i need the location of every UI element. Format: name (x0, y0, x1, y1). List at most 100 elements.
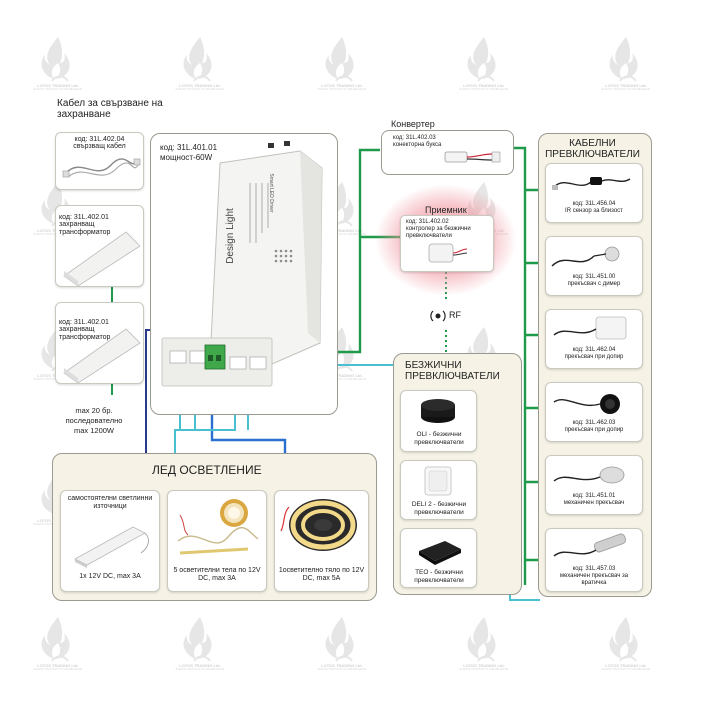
oli-label: OLI - безжични превключватели (414, 431, 464, 446)
watermark-sub: ВАШИЯТ ПАРТНЬОР ЗА ОБЗАВЕЖДАНЕ (459, 668, 509, 671)
watermark-sub: ВАШИЯТ ПАРТНЬОР ЗА ОБЗАВЕЖДАНЕ (601, 88, 651, 91)
watermark-brand: LOTOS TRADING Ltd. (605, 663, 647, 668)
teo-label: TEO - безжични превключватели (414, 569, 464, 584)
watermark-sub: ВАШИЯТ ПАРТНЬОР ЗА ОБЗАВЕЖДАНЕ (317, 88, 367, 91)
teo-image (419, 541, 461, 565)
watermark-brand: LOTOS TRADING Ltd. (37, 83, 79, 88)
driver-power: мощност-60W (160, 153, 213, 162)
switch-desc: механичен прекъсвач (563, 500, 625, 506)
power-cable-heading: Кабел за свързване на захранване (57, 98, 163, 120)
flame-icon (467, 37, 496, 82)
watermark-sub: ВАШИЯТ ПАРТНЬОР ЗА ОБЗАВЕЖДАНЕ (317, 233, 367, 236)
switch-code: код: 31L.451.00 (572, 274, 616, 280)
wireless-heading: БЕЗЖИЧНИ ПРЕВКЛЮЧВАТЕЛИ (405, 360, 500, 382)
transformer-2-desc: захранващ трансформатор (59, 326, 111, 341)
switch-image (553, 316, 627, 340)
switch-image (551, 246, 620, 267)
watermark-brand: LOTOS TRADING Ltd. (321, 663, 363, 668)
led-standalone-image (74, 526, 149, 568)
receiver-desc: контролер за безжични превключватели (406, 226, 471, 239)
driver-brand: Design Light (225, 208, 236, 264)
switch-code: код: 31L.462.03 (572, 420, 616, 426)
driver-code: код: 31L.401.01 (160, 143, 218, 152)
receiver-image (428, 243, 468, 263)
watermark-logo: LOTOS TRADING Ltd.ВАШИЯТ ПАРТНЬОР ЗА ОБЗ… (456, 35, 512, 99)
watermark-sub: ВАШИЯТ ПАРТНЬОР ЗА ОБЗАВЕЖДАНЕ (317, 378, 367, 381)
watermark-sub: ВАШИЯТ ПАРТНЬОР ЗА ОБЗАВЕЖДАНЕ (175, 668, 225, 671)
switch-desc: IR сензор за близост (565, 208, 623, 214)
watermark-sub: ВАШИЯТ ПАРТНЬОР ЗА ОБЗАВЕЖДАНЕ (175, 88, 225, 91)
switch-code: код: 31L.457.03 (572, 566, 616, 572)
watermark-sub: ВАШИЯТ ПАРТНЬОР ЗА ОБЗАВЕЖДАНЕ (33, 668, 83, 671)
rf-icon (430, 310, 446, 322)
flame-icon (467, 617, 496, 662)
led-item-five: 5 осветителни тела по 12V DC, max 3A (167, 490, 267, 592)
transformer-1-code: код: 31L.402.01 (59, 214, 109, 221)
transformer-image-1 (63, 231, 141, 286)
watermark-brand: LOTOS TRADING Ltd. (321, 228, 363, 233)
watermark-logo: LOTOS TRADING Ltd.ВАШИЯТ ПАРТНЬОР ЗА ОБЗ… (314, 35, 370, 99)
wireless-item-deli2: DELI 2 - безжични превключватели (400, 460, 477, 520)
switch-desc: механичен прекъсвач за вратичка (559, 573, 629, 586)
watermark-brand: LOTOS TRADING Ltd. (321, 373, 363, 378)
led-five-image (177, 499, 259, 555)
watermark-brand: LOTOS TRADING Ltd. (179, 663, 221, 668)
watermark-brand: LOTOS TRADING Ltd. (179, 83, 221, 88)
deli2-image (424, 466, 452, 496)
rf-label: RF (449, 310, 461, 320)
watermark-logo: LOTOS TRADING Ltd.ВАШИЯТ ПАРТНЬОР ЗА ОБЗ… (172, 615, 228, 679)
watermark-sub: ВАШИЯТ ПАРТНЬОР ЗА ОБЗАВЕЖДАНЕ (317, 668, 367, 671)
switch-image (553, 394, 620, 414)
transformer-1-desc: захранващ трансформатор (59, 221, 111, 236)
led-strip-image (280, 499, 357, 551)
watermark-brand: LOTOS TRADING Ltd. (605, 83, 647, 88)
watermark-brand: LOTOS TRADING Ltd. (463, 663, 505, 668)
flame-icon (183, 617, 212, 662)
switch-desc: прекъсвач с димер (567, 281, 621, 287)
watermark-brand: LOTOS TRADING Ltd. (321, 83, 363, 88)
deli2-label: DELI 2 - безжични превключватели (411, 501, 467, 516)
watermark-brand: LOTOS TRADING Ltd. (463, 83, 505, 88)
switch-desc: прекъсвач при допир (564, 354, 624, 360)
led-heading: ЛЕД ОСВЕТЛЕНИЕ (152, 463, 262, 477)
transformer-2-code: код: 31L.402.01 (59, 319, 109, 326)
led-item-standalone: самостоятелни светлинни източници 1х 12V… (60, 490, 160, 592)
driver-image (161, 141, 323, 387)
watermark-logo: LOTOS TRADING Ltd.ВАШИЯТ ПАРТНЬОР ЗА ОБЗ… (172, 35, 228, 99)
switch-code: код: 31L.456.04 (572, 201, 616, 207)
receiver-code: код: 31L.402.02 (406, 219, 449, 225)
watermark-logo: LOTOS TRADING Ltd.ВАШИЯТ ПАРТНЬОР ЗА ОБЗ… (598, 35, 654, 99)
led-standalone-spec: 1х 12V DC, max 3A (79, 573, 141, 580)
transformer-image-2 (63, 328, 141, 383)
led-five-spec: 5 осветителни тела по 12V DC, max 3A (173, 567, 261, 582)
flame-icon (609, 617, 638, 662)
switch-desc: прекъсвач при допир (564, 427, 624, 433)
receiver-heading: Приемник (425, 205, 467, 215)
wireless-item-oli: OLI - безжични превключватели (400, 390, 477, 452)
flame-icon (325, 37, 354, 82)
watermark-brand: LOTOS TRADING Ltd. (37, 663, 79, 668)
watermark-logo: LOTOS TRADING Ltd.ВАШИЯТ ПАРТНЬОР ЗА ОБЗ… (598, 615, 654, 679)
cable-card: код: 31L.402.04 свързващ кабел (55, 132, 144, 190)
watermark-logo: LOTOS TRADING Ltd.ВАШИЯТ ПАРТНЬОР ЗА ОБЗ… (456, 615, 512, 679)
cable-desc: свързващ кабел (73, 143, 126, 150)
cable-switches-heading: КАБЕЛНИ ПРЕВКЛЮЧВАТЕЛИ (545, 138, 640, 160)
cable-image (62, 158, 141, 178)
led-strip-spec: 1осветително тяло по 12V DC, max 5A (278, 567, 365, 582)
green-to-switches (510, 146, 527, 585)
wireless-item-teo: TEO - безжични превключватели (400, 528, 477, 588)
led-item-strip: 1осветително тяло по 12V DC, max 5A (274, 490, 369, 592)
flame-icon (41, 37, 70, 82)
watermark-logo: LOTOS TRADING Ltd.ВАШИЯТ ПАРТНЬОР ЗА ОБЗ… (30, 35, 86, 99)
switch-image (553, 466, 625, 484)
switch-code: код: 31L.451.01 (572, 493, 616, 499)
led-standalone-title: самостоятелни светлинни източници (67, 495, 153, 510)
watermark-sub: ВАШИЯТ ПАРТНЬОР ЗА ОБЗАВЕЖДАНЕ (459, 88, 509, 91)
receiver-card: код: 31L.402.02 контролер за безжични пр… (400, 215, 494, 272)
switch-code: код: 31L.462.04 (572, 347, 616, 353)
